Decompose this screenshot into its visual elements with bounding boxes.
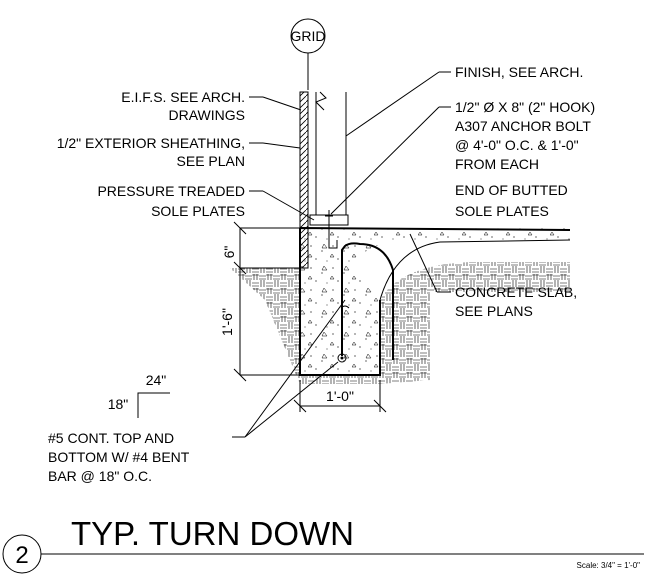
wall-assembly xyxy=(299,91,349,269)
svg-text:DRAWINGS: DRAWINGS xyxy=(169,107,245,123)
bent-rebar xyxy=(341,242,394,360)
detail-number: 2 xyxy=(15,542,28,569)
grid-marker: GRID xyxy=(290,18,326,90)
svg-text:BAR @ 18" O.C.: BAR @ 18" O.C. xyxy=(48,468,152,484)
detail-title-text: TYP. TURN DOWN xyxy=(71,515,354,552)
slab-bottom-line xyxy=(379,239,571,301)
svg-text:#5 CONT. TOP AND: #5 CONT. TOP AND xyxy=(48,430,174,446)
rebar-hook xyxy=(340,305,350,309)
svg-text:FROM EACH: FROM EACH xyxy=(455,156,539,172)
svg-text:@ 4'-0" O.C. & 1'-0": @ 4'-0" O.C. & 1'-0" xyxy=(455,137,579,153)
horizontal-dimension: 1'-0" xyxy=(293,380,387,413)
callout-rebar: #5 CONT. TOP AND BOTTOM W/ #4 BENT BAR @… xyxy=(48,299,346,484)
rebar-center-dot xyxy=(340,356,344,360)
detail-scale: Scale: 3/4" = 1'-0" xyxy=(577,561,641,570)
svg-text:SEE PLANS: SEE PLANS xyxy=(455,303,533,319)
svg-text:A307 ANCHOR BOLT: A307 ANCHOR BOLT xyxy=(455,118,591,134)
svg-text:BOTTOM W/ #4 BENT: BOTTOM W/ #4 BENT xyxy=(48,449,190,465)
footing-depth-dim: 1'-6" xyxy=(219,308,235,336)
svg-text:1/2" EXTERIOR SHEATHING,: 1/2" EXTERIOR SHEATHING, xyxy=(57,135,245,151)
footing-width-dim: 1'-0" xyxy=(326,388,354,404)
earth-hatch xyxy=(230,262,570,384)
svg-text:CONCRETE SLAB,: CONCRETE SLAB, xyxy=(455,284,577,300)
callout-sheathing: 1/2" EXTERIOR SHEATHING, SEE PLAN xyxy=(57,135,301,169)
footing-outline xyxy=(299,227,571,376)
callout-slab: CONCRETE SLAB, SEE PLANS xyxy=(409,233,577,319)
svg-text:1/2" Ø X 8" (2" HOOK): 1/2" Ø X 8" (2" HOOK) xyxy=(455,99,595,115)
concrete-footing xyxy=(300,228,570,375)
callout-finish: FINISH, SEE ARCH. xyxy=(345,64,583,137)
callout-eifs: E.I.F.S. SEE ARCH. DRAWINGS xyxy=(121,89,302,123)
detail-title: 2 TYP. TURN DOWN Scale: 3/4" = 1'-0" xyxy=(2,515,644,574)
rebar-top-bar xyxy=(337,353,347,363)
svg-text:SOLE PLATES: SOLE PLATES xyxy=(151,203,245,219)
svg-text:E.I.F.S. SEE ARCH.: E.I.F.S. SEE ARCH. xyxy=(121,89,245,105)
anchor-bolt xyxy=(325,210,338,249)
slope-symbol: 24" 18" xyxy=(108,372,170,418)
slope-run: 24" xyxy=(146,372,167,388)
svg-text:END OF BUTTED: END OF BUTTED xyxy=(455,182,568,198)
callout-anchor-bolt: 1/2" Ø X 8" (2" HOOK) A307 ANCHOR BOLT @… xyxy=(330,99,595,219)
slope-rise: 18" xyxy=(108,396,129,412)
grid-label: GRID xyxy=(291,28,326,44)
svg-text:PRESSURE TREADED: PRESSURE TREADED xyxy=(97,183,245,199)
break-symbol xyxy=(315,91,327,111)
slab-depth-dim: 6" xyxy=(221,246,237,259)
svg-text:SOLE PLATES: SOLE PLATES xyxy=(455,203,549,219)
eifs-sheathing xyxy=(299,91,309,269)
svg-text:FINISH, SEE ARCH.: FINISH, SEE ARCH. xyxy=(455,64,583,80)
callout-sole-plates: PRESSURE TREADED SOLE PLATES xyxy=(97,183,315,221)
svg-text:SEE PLAN: SEE PLAN xyxy=(177,153,245,169)
